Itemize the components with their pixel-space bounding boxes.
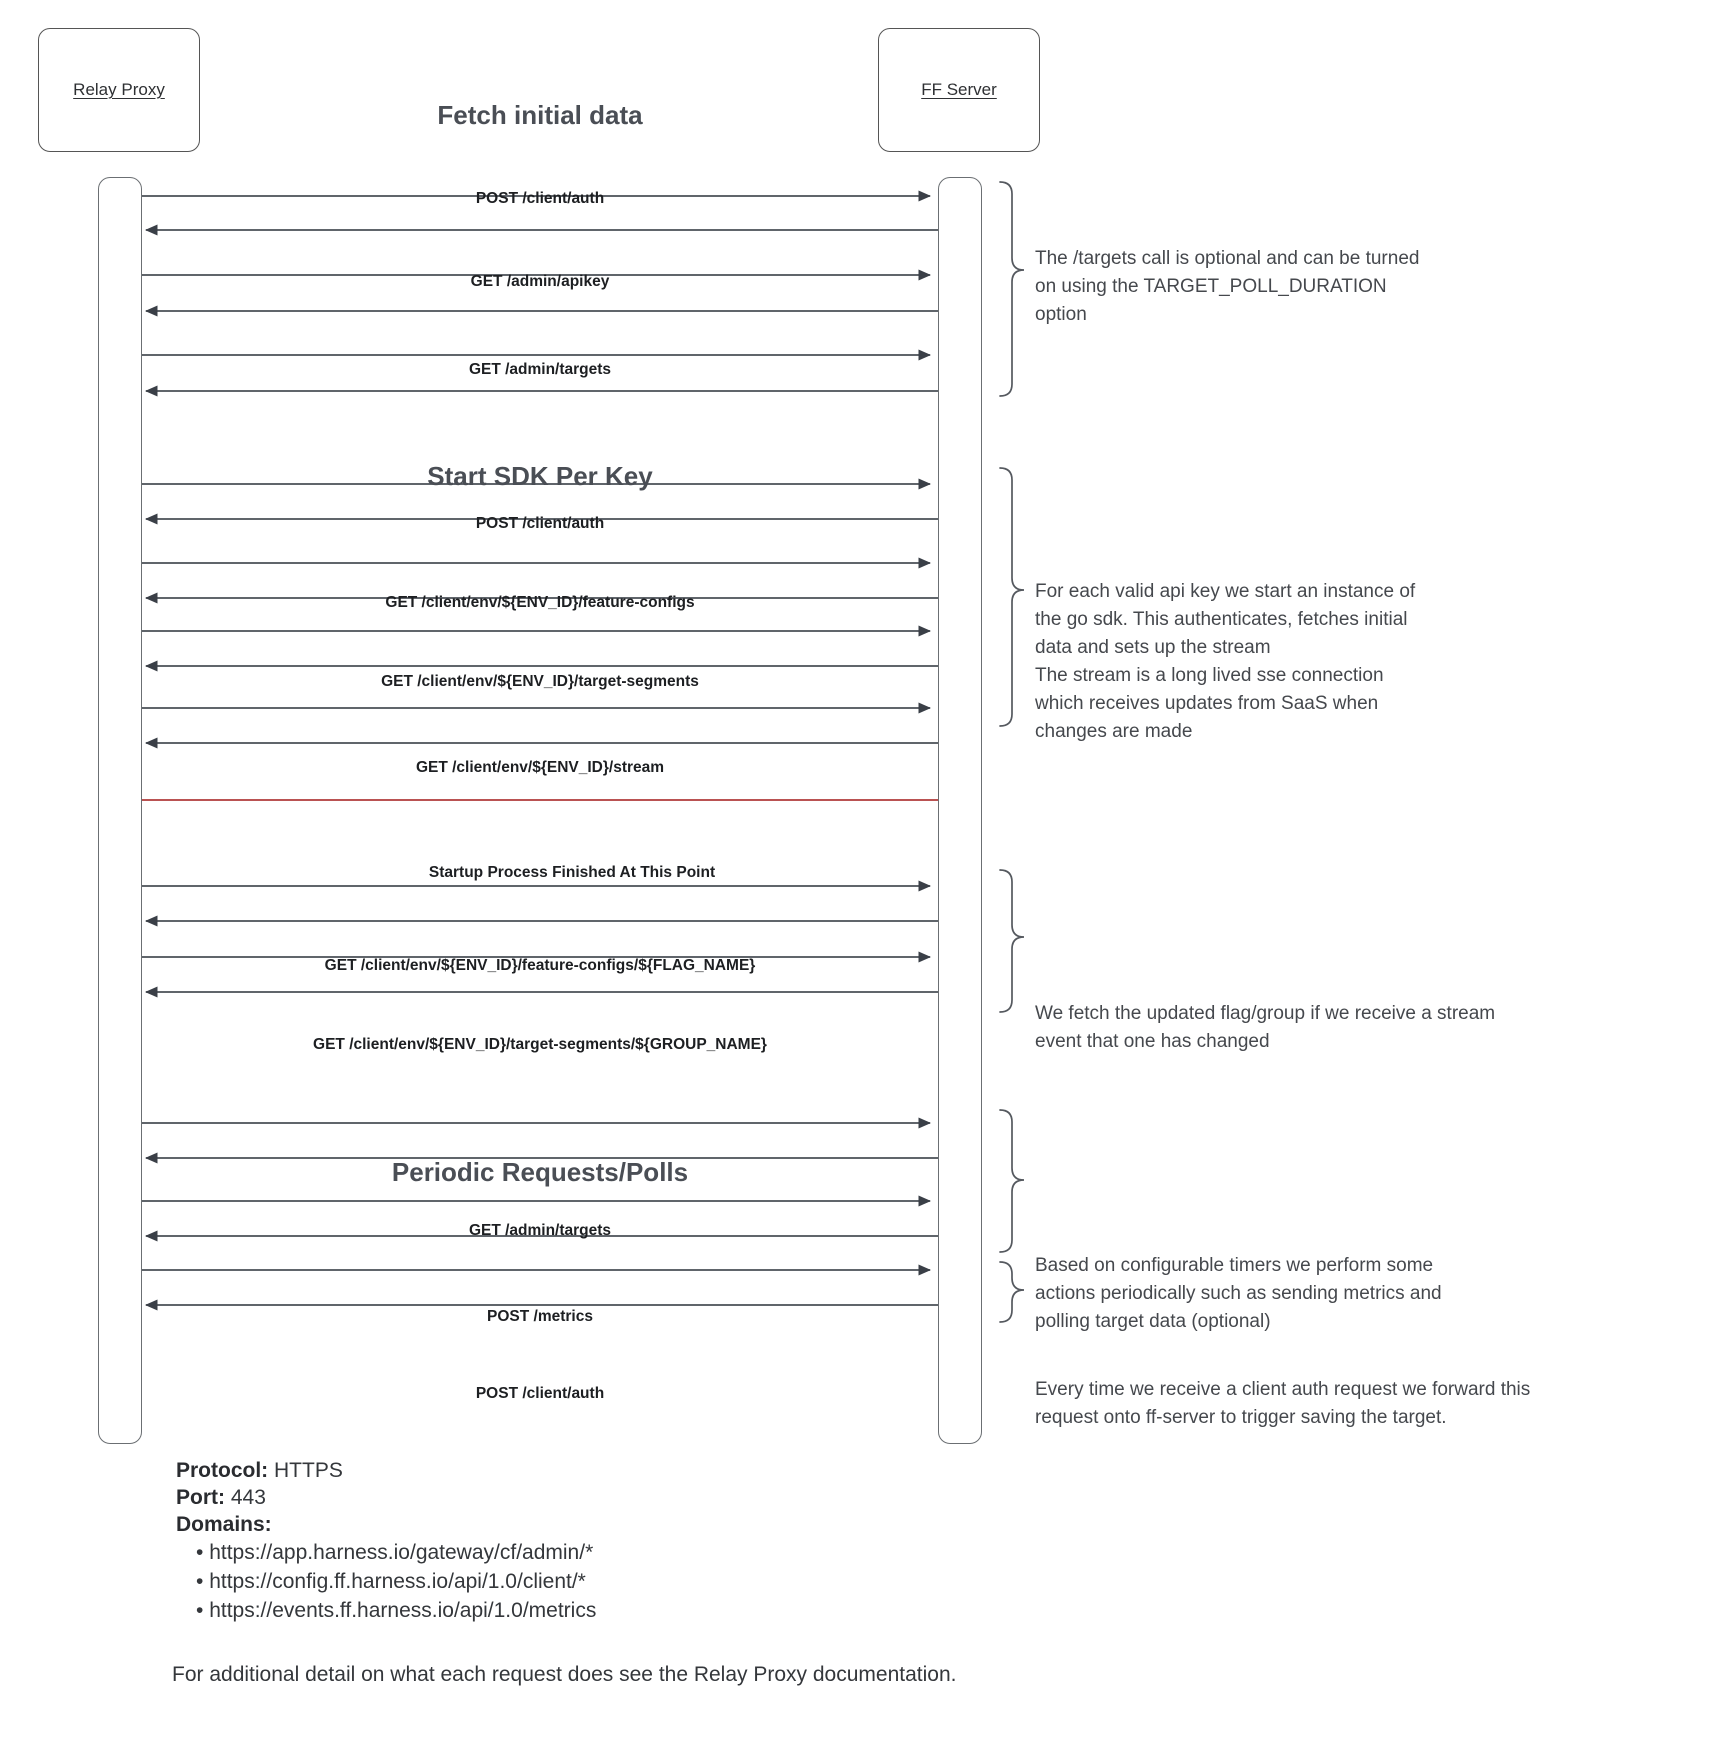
footer-domains-heading: Domains: <box>176 1513 272 1537</box>
participant-ff-server-label: FF Server <box>921 80 997 99</box>
section-title-start-sdk-per-key: Start SDK Per Key <box>427 461 653 491</box>
message-label: GET /admin/targets <box>468 361 612 378</box>
section-title-periodic-requests: Periodic Requests/Polls <box>391 1157 689 1187</box>
participant-relay-proxy-label: Relay Proxy <box>73 80 165 99</box>
note-client-auth-forward: Every time we receive a client auth requ… <box>1035 1379 1531 1428</box>
footer-domain-text: https://events.ff.harness.io/api/1.0/met… <box>209 1599 597 1622</box>
message-arrows <box>140 190 938 1311</box>
note-sdk-instance: For each valid api key we start an insta… <box>1035 581 1416 742</box>
participant-relay-proxy[interactable]: Relay Proxy <box>38 28 200 152</box>
message-label: GET /client/env/${ENV_ID}/stream <box>415 759 665 776</box>
message-label: POST /client/auth <box>475 515 605 532</box>
bullet-icon: • <box>196 1541 210 1564</box>
message-label: GET /client/env/${ENV_ID}/feature-config… <box>385 594 695 611</box>
bullet-icon: • <box>196 1599 210 1622</box>
message-label: POST /metrics <box>487 1308 593 1325</box>
note-braces <box>999 181 1025 1323</box>
footer-protocol-value: HTTPS <box>274 1459 343 1482</box>
participant-ff-server[interactable]: FF Server <box>878 28 1040 152</box>
footer-domain-text: https://config.ff.harness.io/api/1.0/cli… <box>209 1570 586 1593</box>
message-label: POST /client/auth <box>475 1385 605 1402</box>
footer-domain-item: • https://config.ff.harness.io/api/1.0/c… <box>196 1570 586 1594</box>
footer-port-value: 443 <box>230 1486 266 1509</box>
message-label: GET /client/env/${ENV_ID}/target-segment… <box>381 673 699 690</box>
message-label: GET /client/env/${ENV_ID}/feature-config… <box>324 957 756 974</box>
bullet-icon: • <box>196 1570 210 1593</box>
section-title-fetch-initial-data: Fetch initial data <box>437 100 643 130</box>
lifeline-ff-server <box>938 177 982 1444</box>
startup-finished-label: Startup Process Finished At This Point <box>428 864 716 881</box>
footer-port: Port: 443 <box>176 1486 266 1510</box>
footer-domains-label: Domains: <box>176 1513 272 1536</box>
message-label: GET /admin/targets <box>468 1222 612 1239</box>
note-periodic-timers: Based on configurable timers we perform … <box>1035 1255 1442 1332</box>
footer-domain-item: • https://events.ff.harness.io/api/1.0/m… <box>196 1599 596 1623</box>
note-targets-optional: The /targets call is optional and can be… <box>1035 248 1420 325</box>
note-stream-refetch: We fetch the updated flag/group if we re… <box>1035 1003 1496 1052</box>
footer-closing-note: For additional detail on what each reque… <box>172 1663 957 1686</box>
footer-protocol: Protocol: HTTPS <box>176 1459 343 1483</box>
message-label: POST /client/auth <box>475 190 605 207</box>
message-label: GET /client/env/${ENV_ID}/target-segment… <box>313 1036 767 1053</box>
message-label: GET /admin/apikey <box>470 273 610 290</box>
footer-port-label: Port: <box>176 1486 225 1509</box>
footer-protocol-label: Protocol: <box>176 1459 269 1482</box>
footer-domain-text: https://app.harness.io/gateway/cf/admin/… <box>209 1541 594 1564</box>
footer-domain-item: • https://app.harness.io/gateway/cf/admi… <box>196 1541 593 1565</box>
lifeline-relay-proxy <box>98 177 142 1444</box>
